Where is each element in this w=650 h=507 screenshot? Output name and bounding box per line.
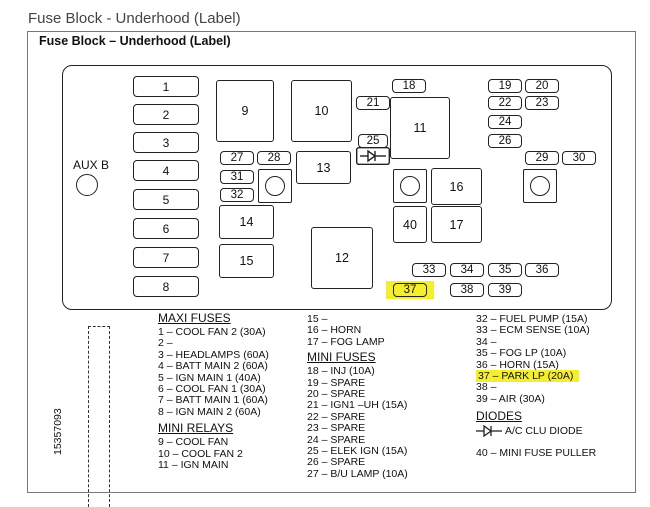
label-tab-outline — [88, 326, 110, 507]
maxi-fuse-8: 8 — [133, 276, 199, 297]
legend-item: 1 – COOL FAN 2 (30A) — [158, 326, 266, 338]
relay-15: 15 — [219, 244, 274, 278]
legend-item: 40 – MINI FUSE PULLER — [476, 447, 597, 460]
diodes-header: DIODES — [476, 409, 523, 424]
mini-fuse-29: 29 — [525, 151, 559, 165]
legend-item: 36 – HORN (15A) — [476, 358, 559, 371]
legend-mini-fuses: 15 – 16 – HORN 17 – FOG LAMP MINI FUSES … — [307, 313, 408, 480]
part-number: 15357093 — [52, 408, 64, 455]
mini-relays-header: MINI RELAYS — [158, 421, 234, 436]
legend-item: 11 – IGN MAIN — [158, 459, 229, 472]
diode-symbol-icon — [476, 425, 502, 438]
mini-fuse-33: 33 — [412, 263, 446, 277]
legend-item: 32 – FUEL PUMP (15A) — [476, 313, 588, 325]
mini-fuse-20: 20 — [525, 79, 559, 93]
maxi-fuse-4: 4 — [133, 160, 199, 181]
mini-fuse-22: 22 — [488, 96, 522, 110]
legend-item: 20 – SPARE — [307, 388, 366, 401]
mini-fuse-35: 35 — [488, 263, 522, 277]
legend-item: 24 – SPARE — [307, 433, 366, 446]
mini-fuse-25: 25 — [358, 134, 388, 148]
legend-item: 9 – COOL FAN — [158, 436, 229, 449]
mini-fuses-header: MINI FUSES — [307, 350, 376, 365]
maxi-fuse-2: 2 — [133, 104, 199, 125]
legend-item: 10 – COOL FAN 2 — [158, 447, 243, 460]
legend-item: 25 – ELEK IGN (15A) — [307, 445, 408, 458]
relay-14: 14 — [219, 205, 274, 239]
mini-fuse-37: 37 — [393, 283, 427, 297]
relay-socket-icon — [258, 169, 292, 203]
mini-fuse-23: 23 — [525, 96, 559, 110]
legend-item: 8 – IGN MAIN 2 (60A) — [158, 405, 261, 418]
relay-16: 16 — [431, 168, 482, 205]
maxi-fuses-header: MAXI FUSES — [158, 311, 231, 325]
mini-fuse-18: 18 — [392, 79, 426, 93]
legend-item: 15 – — [307, 313, 328, 325]
legend-mini-fuses-2: 32 – FUEL PUMP (15A) 33 – ECM SENSE (10A… — [476, 313, 597, 460]
mini-fuse-26: 26 — [488, 134, 522, 148]
legend-item: 21 – IGN1 –UH (15A) — [307, 399, 408, 412]
legend-item: 35 – FOG LP (10A) — [476, 347, 567, 360]
legend-item: 26 – SPARE — [307, 456, 366, 469]
page-title: Fuse Block - Underhood (Label) — [28, 10, 241, 27]
mini-fuse-21: 21 — [356, 96, 390, 110]
legend-item: 22 – SPARE — [307, 410, 366, 423]
mini-fuse-32: 32 — [220, 188, 254, 202]
mini-fuse-31: 31 — [220, 170, 254, 184]
mini-fuse-39: 39 — [488, 283, 522, 297]
maxi-fuse-1: 1 — [133, 76, 199, 97]
legend-item: 33 – ECM SENSE (10A) — [476, 324, 590, 337]
legend-item: 2 – — [158, 337, 173, 350]
legend-item-highlighted: 37 – PARK LP (20A) — [476, 370, 596, 383]
mini-fuse-28: 28 — [257, 151, 291, 165]
diagram-title: Fuse Block – Underhood (Label) — [39, 34, 231, 48]
legend-item: 3 – HEADLAMPS (60A) — [158, 348, 269, 361]
diode-label: A/C CLU DIODE — [505, 425, 583, 438]
legend-diode-item: A/C CLU DIODE — [476, 425, 596, 438]
legend-item: 34 – — [476, 335, 497, 348]
legend-item: 17 – FOG LAMP — [307, 335, 385, 348]
legend-item-highlighted-text: 37 – PARK LP (20A) — [476, 370, 580, 383]
legend-item: 7 – BATT MAIN 1 (60A) — [158, 394, 268, 407]
maxi-fuse-7: 7 — [133, 247, 199, 268]
mini-fuse-34: 34 — [450, 263, 484, 277]
legend-item: 4 – BATT MAIN 2 (60A) — [158, 360, 268, 373]
relay-12: 12 — [311, 227, 373, 289]
fuse-puller-40: 40 — [393, 206, 427, 243]
legend-item: 16 – HORN — [307, 324, 362, 337]
legend-item: 27 – B/U LAMP (10A) — [307, 467, 408, 480]
legend-item: 6 – COOL FAN 1 (30A) — [158, 383, 266, 396]
legend-item: 39 – AIR (30A) — [476, 392, 545, 405]
mini-fuse-19: 19 — [488, 79, 522, 93]
relay-socket-icon — [523, 169, 557, 203]
mini-fuse-38: 38 — [450, 283, 484, 297]
mini-fuse-36: 36 — [525, 263, 559, 277]
legend-item: 38 – — [476, 381, 497, 394]
diode-icon — [356, 147, 390, 165]
legend-item: 19 – SPARE — [307, 376, 366, 389]
maxi-fuse-6: 6 — [133, 218, 199, 239]
aux-b-terminal-icon — [76, 174, 98, 196]
aux-b-label: AUX B — [73, 158, 110, 172]
relay-17: 17 — [431, 206, 482, 243]
relay-10: 10 — [291, 80, 352, 142]
mini-fuse-30: 30 — [562, 151, 596, 165]
relay-13: 13 — [296, 151, 351, 184]
legend-maxi-relays: MAXI FUSES 1 – COOL FAN 2 (30A) 2 – 3 – … — [158, 311, 269, 471]
legend-item: 18 – INJ (10A) — [307, 365, 375, 378]
relay-socket-icon — [393, 169, 427, 203]
maxi-fuse-3: 3 — [133, 132, 199, 153]
legend-item: 23 – SPARE — [307, 422, 366, 435]
mini-fuse-27: 27 — [220, 151, 254, 165]
maxi-fuse-5: 5 — [133, 189, 199, 210]
legend-item: 5 – IGN MAIN 1 (40A) — [158, 371, 261, 384]
mini-fuse-24: 24 — [488, 115, 522, 129]
relay-9: 9 — [216, 80, 274, 142]
relay-11: 11 — [390, 97, 450, 159]
